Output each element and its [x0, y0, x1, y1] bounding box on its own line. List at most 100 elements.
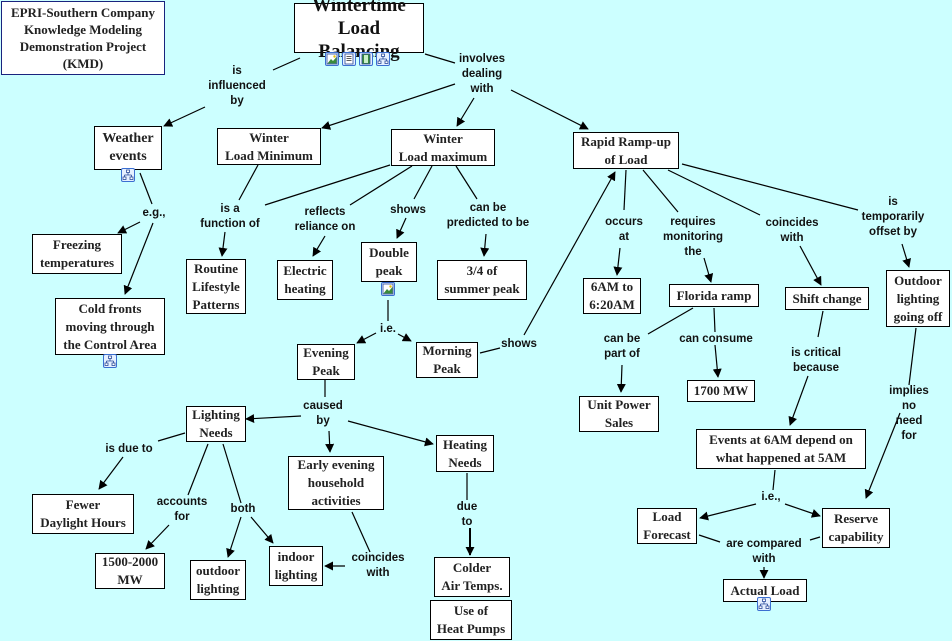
concept-cold-fronts[interactable]: Cold fronts moving through the Control A… — [55, 298, 165, 355]
edge — [901, 243, 911, 268]
concept-shift-change[interactable]: Shift change — [785, 287, 869, 310]
edge — [139, 172, 153, 205]
concept-routine-lifestyle-patterns[interactable]: Routine Lifestyle Patterns — [186, 259, 246, 314]
edge — [510, 89, 589, 130]
link-label-implies-no-need-for: implies no need for — [889, 385, 929, 442]
edge — [455, 165, 478, 200]
edge — [347, 420, 434, 447]
concept-winter-load-maximum[interactable]: Winter Load maximum — [391, 129, 495, 166]
edge — [145, 524, 170, 550]
link-label-coincides-with-indoor: coincides with — [351, 552, 405, 579]
link-label-requires-monitoring-the: requires monitoring the — [662, 216, 724, 258]
edge — [817, 310, 824, 338]
edge — [713, 307, 716, 333]
link-label-caused-by: caused by — [303, 400, 343, 427]
concept-events-at-6am[interactable]: Events at 6AM depend on what happened at… — [696, 429, 866, 469]
concept-outdoor-lighting[interactable]: outdoor lighting — [190, 560, 246, 600]
concept-load-forecast[interactable]: Load Forecast — [637, 508, 697, 544]
edge — [117, 221, 141, 234]
edge — [413, 165, 433, 200]
edge — [349, 165, 413, 206]
video-icon[interactable] — [359, 52, 373, 66]
edge — [187, 443, 209, 496]
concept-morning-peak[interactable]: Morning Peak — [416, 342, 478, 378]
edge — [98, 456, 124, 490]
edge — [272, 57, 301, 71]
edge — [712, 344, 722, 378]
concept-map-icon[interactable] — [121, 168, 135, 182]
concept-colder-air-temps[interactable]: Colder Air Temps. — [434, 557, 510, 597]
link-label-both: both — [230, 503, 256, 515]
concept-map-icon[interactable] — [103, 354, 117, 368]
concept-rapid-ramp-up[interactable]: Rapid Ramp-up of Load — [573, 132, 679, 169]
concept-florida-ramp[interactable]: Florida ramp — [669, 284, 759, 307]
link-label-occurs-at: occurs at — [605, 216, 643, 243]
link-label-shows: shows — [390, 204, 426, 216]
concept-actual-load[interactable]: Actual Load — [723, 579, 807, 602]
concept-lighting-needs[interactable]: Lighting Needs — [186, 406, 246, 442]
link-label-are-compared-with: are compared with — [726, 538, 802, 565]
edge — [351, 511, 371, 553]
edge — [788, 375, 809, 426]
link-label-coincides-with: coincides with — [765, 217, 819, 244]
edge — [456, 97, 475, 127]
edge — [784, 503, 821, 518]
edge — [312, 235, 326, 257]
concept-early-evening-activities[interactable]: Early evening household activities — [288, 456, 384, 510]
concept-1700-mw[interactable]: 1700 MW — [687, 380, 755, 402]
edge — [123, 222, 154, 295]
concept-evening-peak[interactable]: Evening Peak — [297, 344, 355, 380]
edge — [799, 245, 822, 286]
concept-1500-2000-mw[interactable]: 1500-2000 MW — [95, 553, 165, 589]
edge — [480, 233, 490, 257]
concept-reserve-capability[interactable]: Reserve capability — [822, 508, 890, 548]
link-label-is-influenced-by: is influenced by — [208, 65, 266, 107]
image-icon[interactable] — [325, 52, 339, 66]
document-icon[interactable] — [342, 52, 356, 66]
edge — [218, 231, 228, 257]
edge — [424, 53, 456, 64]
link-label-can-consume: can consume — [679, 333, 753, 345]
concept-double-peak[interactable]: Double peak — [361, 242, 417, 282]
link-label-is-critical-because: is critical because — [791, 347, 841, 374]
edge — [772, 469, 776, 491]
concept-fewer-daylight-hours[interactable]: Fewer Daylight Hours — [32, 494, 134, 534]
edge — [681, 163, 859, 211]
concept-three-quarter-summer-peak[interactable]: 3/4 of summer peak — [437, 260, 527, 300]
concept-map-icon[interactable] — [757, 597, 771, 611]
concept-wintertime-load-balancing[interactable]: Wintertime Load Balancing — [294, 0, 424, 62]
concept-winter-load-minimum[interactable]: Winter Load Minimum — [217, 128, 321, 165]
link-label-is-due-to: is due to — [105, 443, 153, 455]
concept-heating-needs[interactable]: Heating Needs — [436, 435, 494, 472]
edge — [667, 169, 761, 216]
image-icon[interactable] — [381, 282, 395, 296]
concept-unit-power-sales[interactable]: Unit Power Sales — [579, 396, 659, 432]
link-label-ie-events: i.e., — [761, 491, 781, 503]
concept-electric-heating[interactable]: Electric heating — [277, 260, 333, 300]
edge — [703, 257, 714, 283]
project-title-box: EPRI-Southern Company Knowledge Modeling… — [1, 1, 165, 75]
link-label-due-to: due to — [456, 501, 478, 528]
edge — [264, 164, 391, 206]
edge — [647, 307, 694, 335]
edge — [245, 414, 302, 424]
concept-freezing-temperatures[interactable]: Freezing temperatures — [32, 234, 122, 274]
link-label-can-be-predicted-to-be: can be predicted to be — [446, 202, 530, 229]
edge — [698, 534, 721, 543]
link-label-accounts-for: accounts for — [156, 496, 208, 523]
concept-map-icon[interactable] — [376, 52, 390, 66]
link-label-is-temporarily-offset-by: is temporarily offset by — [861, 196, 925, 238]
edge — [226, 516, 242, 558]
concept-weather-events[interactable]: Weather events — [94, 126, 162, 170]
concept-outdoor-lighting-going-off[interactable]: Outdoor lighting going off — [886, 270, 950, 327]
edge — [397, 333, 412, 342]
edge — [523, 171, 616, 336]
edge — [809, 536, 821, 541]
concept-use-of-heat-pumps[interactable]: Use of Heat Pumps — [430, 600, 512, 640]
link-label-eg: e.g., — [142, 207, 166, 219]
edge — [613, 247, 623, 276]
concept-indoor-lighting[interactable]: indoor lighting — [269, 546, 323, 586]
edge — [321, 83, 456, 130]
concept-6am-to-620am[interactable]: 6AM to 6:20AM — [583, 278, 641, 314]
link-label-can-be-part-of: can be part of — [603, 333, 641, 360]
